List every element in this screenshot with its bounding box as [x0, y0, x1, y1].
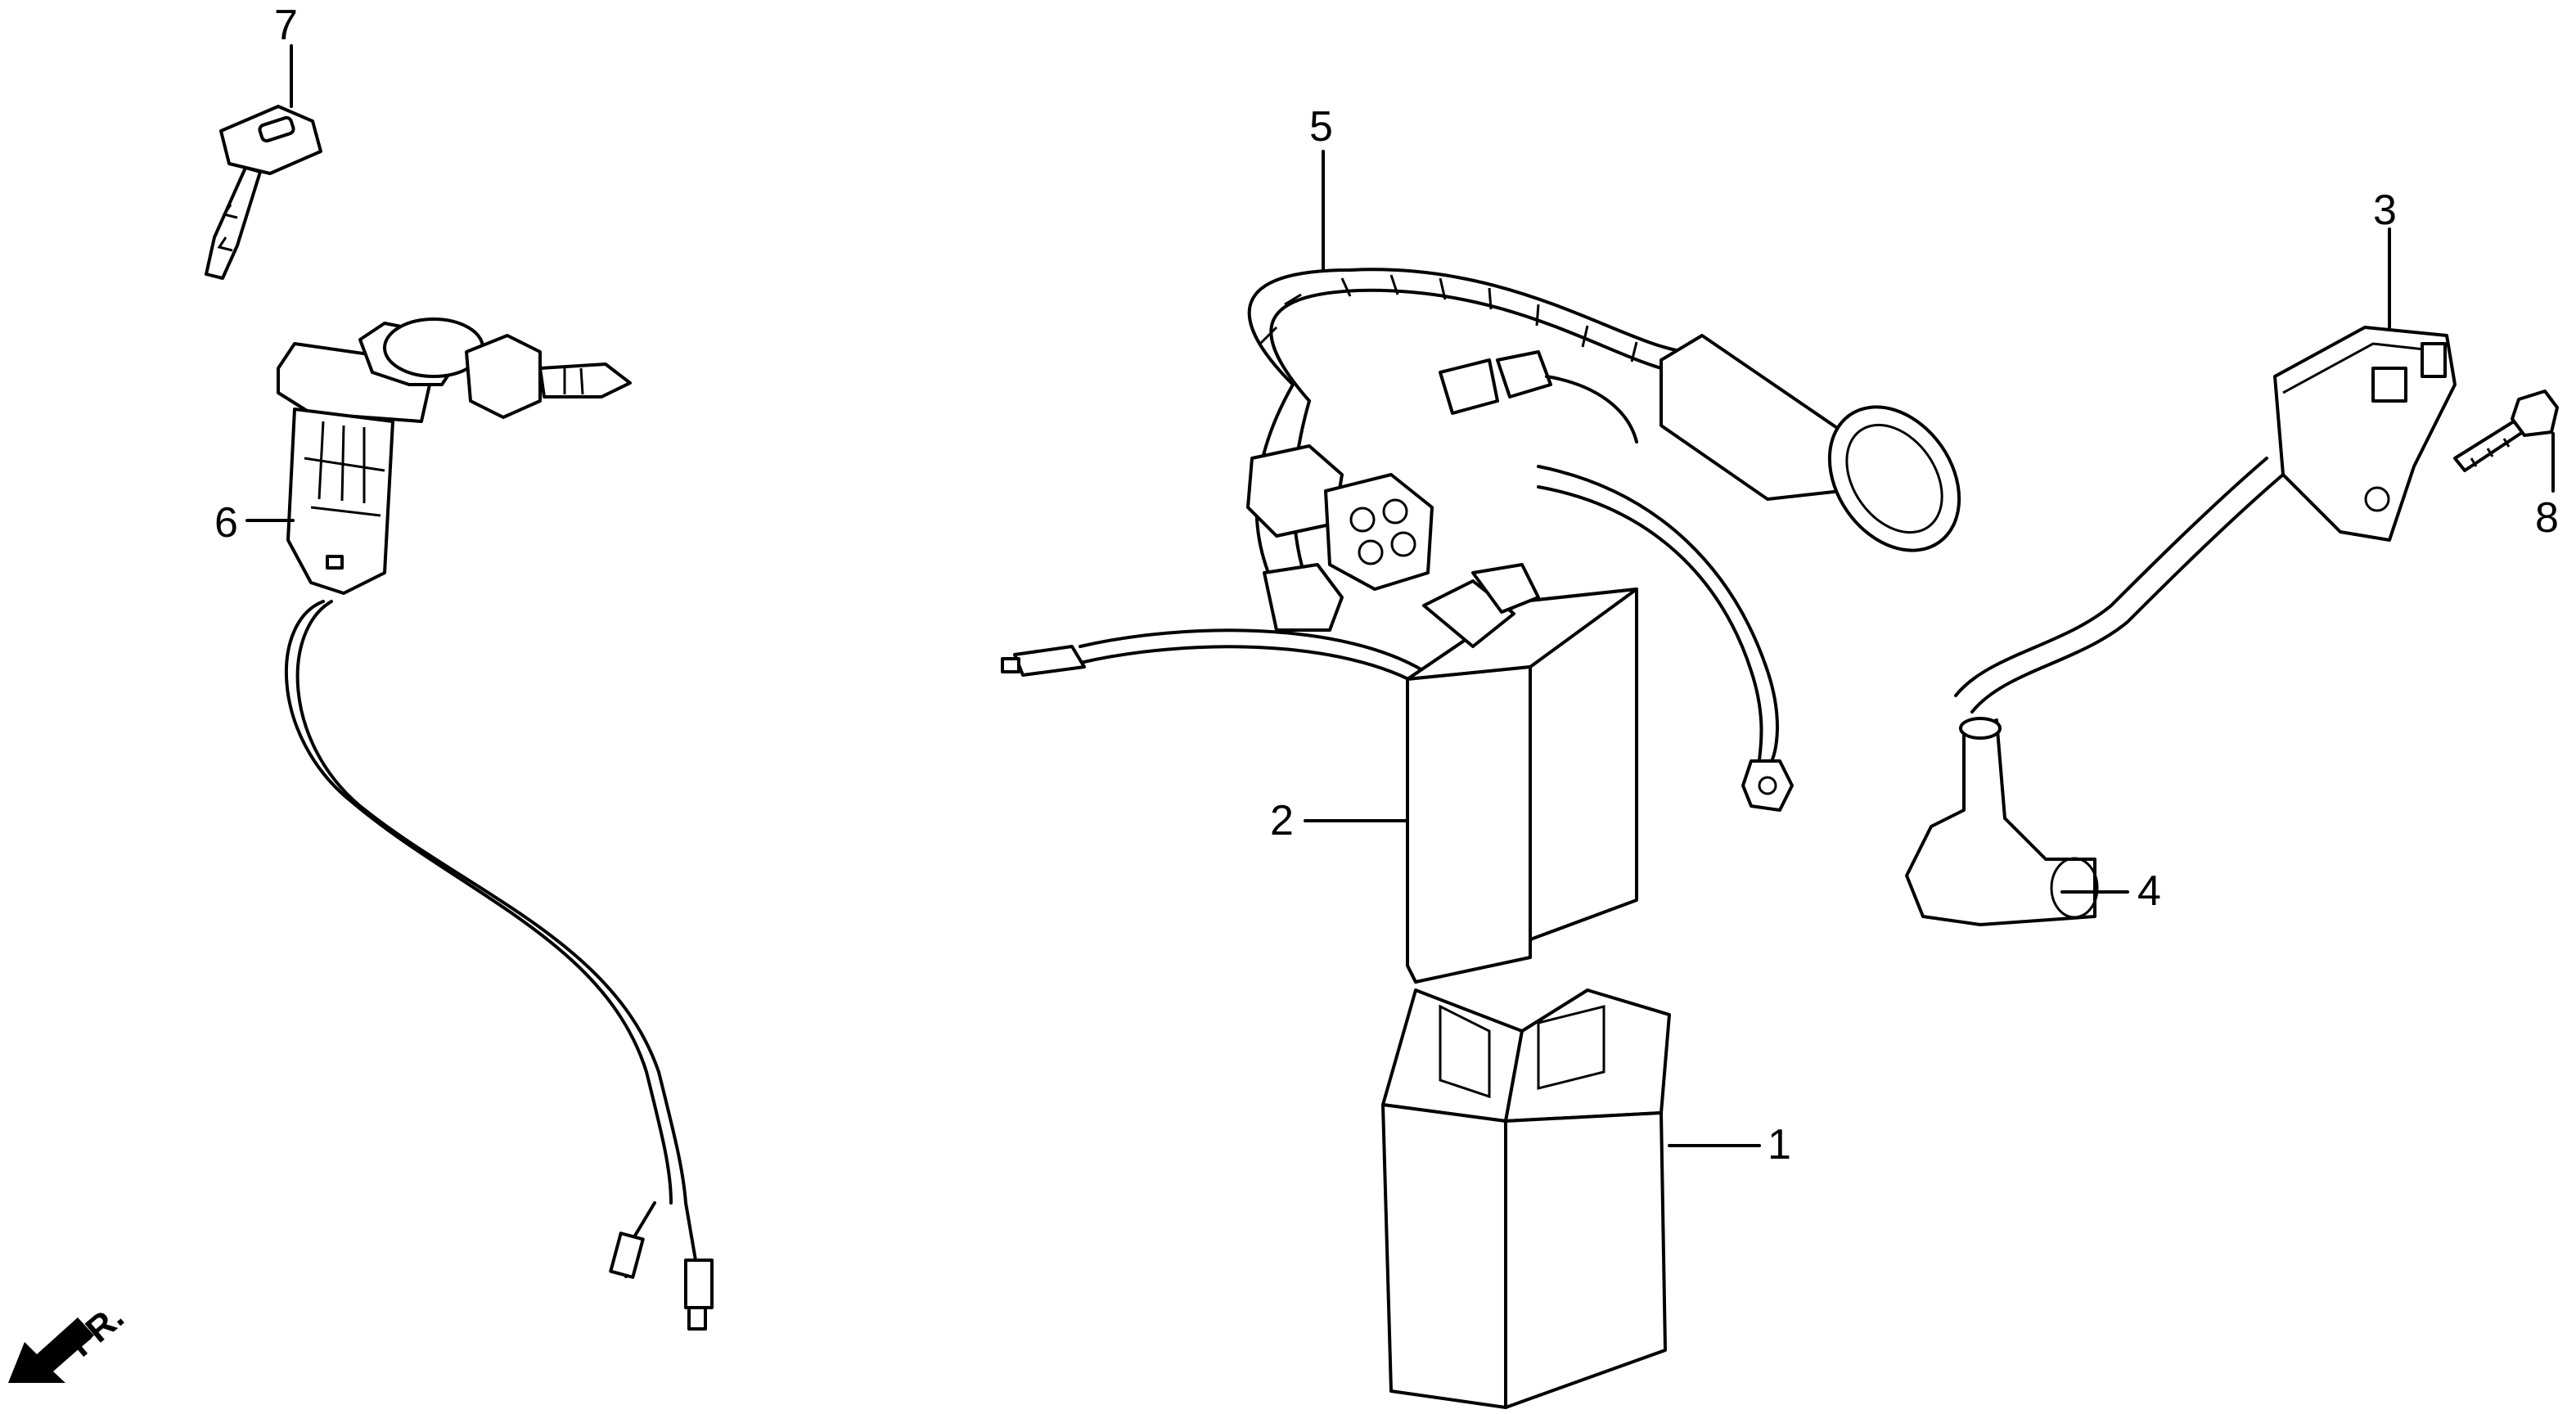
wire-harness: [1001, 268, 1961, 812]
key: [205, 105, 322, 280]
callout-5: 5: [1309, 103, 1333, 151]
callout-2: 2: [1270, 797, 1294, 844]
callout-6: 6: [214, 499, 238, 547]
front-direction-arrow: FR.: [8, 1297, 132, 1383]
ignition-switch: [277, 317, 714, 1331]
cdi-unit: [1406, 563, 1638, 984]
leader-lines: [245, 44, 2555, 1147]
ignition-coil: [1954, 326, 2457, 714]
callout-7: 7: [274, 2, 298, 49]
spark-plug-cap: [1905, 717, 2099, 926]
callout-1: 1: [1768, 1121, 1791, 1169]
callout-4: 4: [2137, 867, 2161, 915]
callout-8: 8: [2535, 494, 2559, 542]
rubber-mount: [1381, 988, 1671, 1409]
bolt: [2453, 390, 2559, 472]
callout-3: 3: [2373, 187, 2397, 234]
